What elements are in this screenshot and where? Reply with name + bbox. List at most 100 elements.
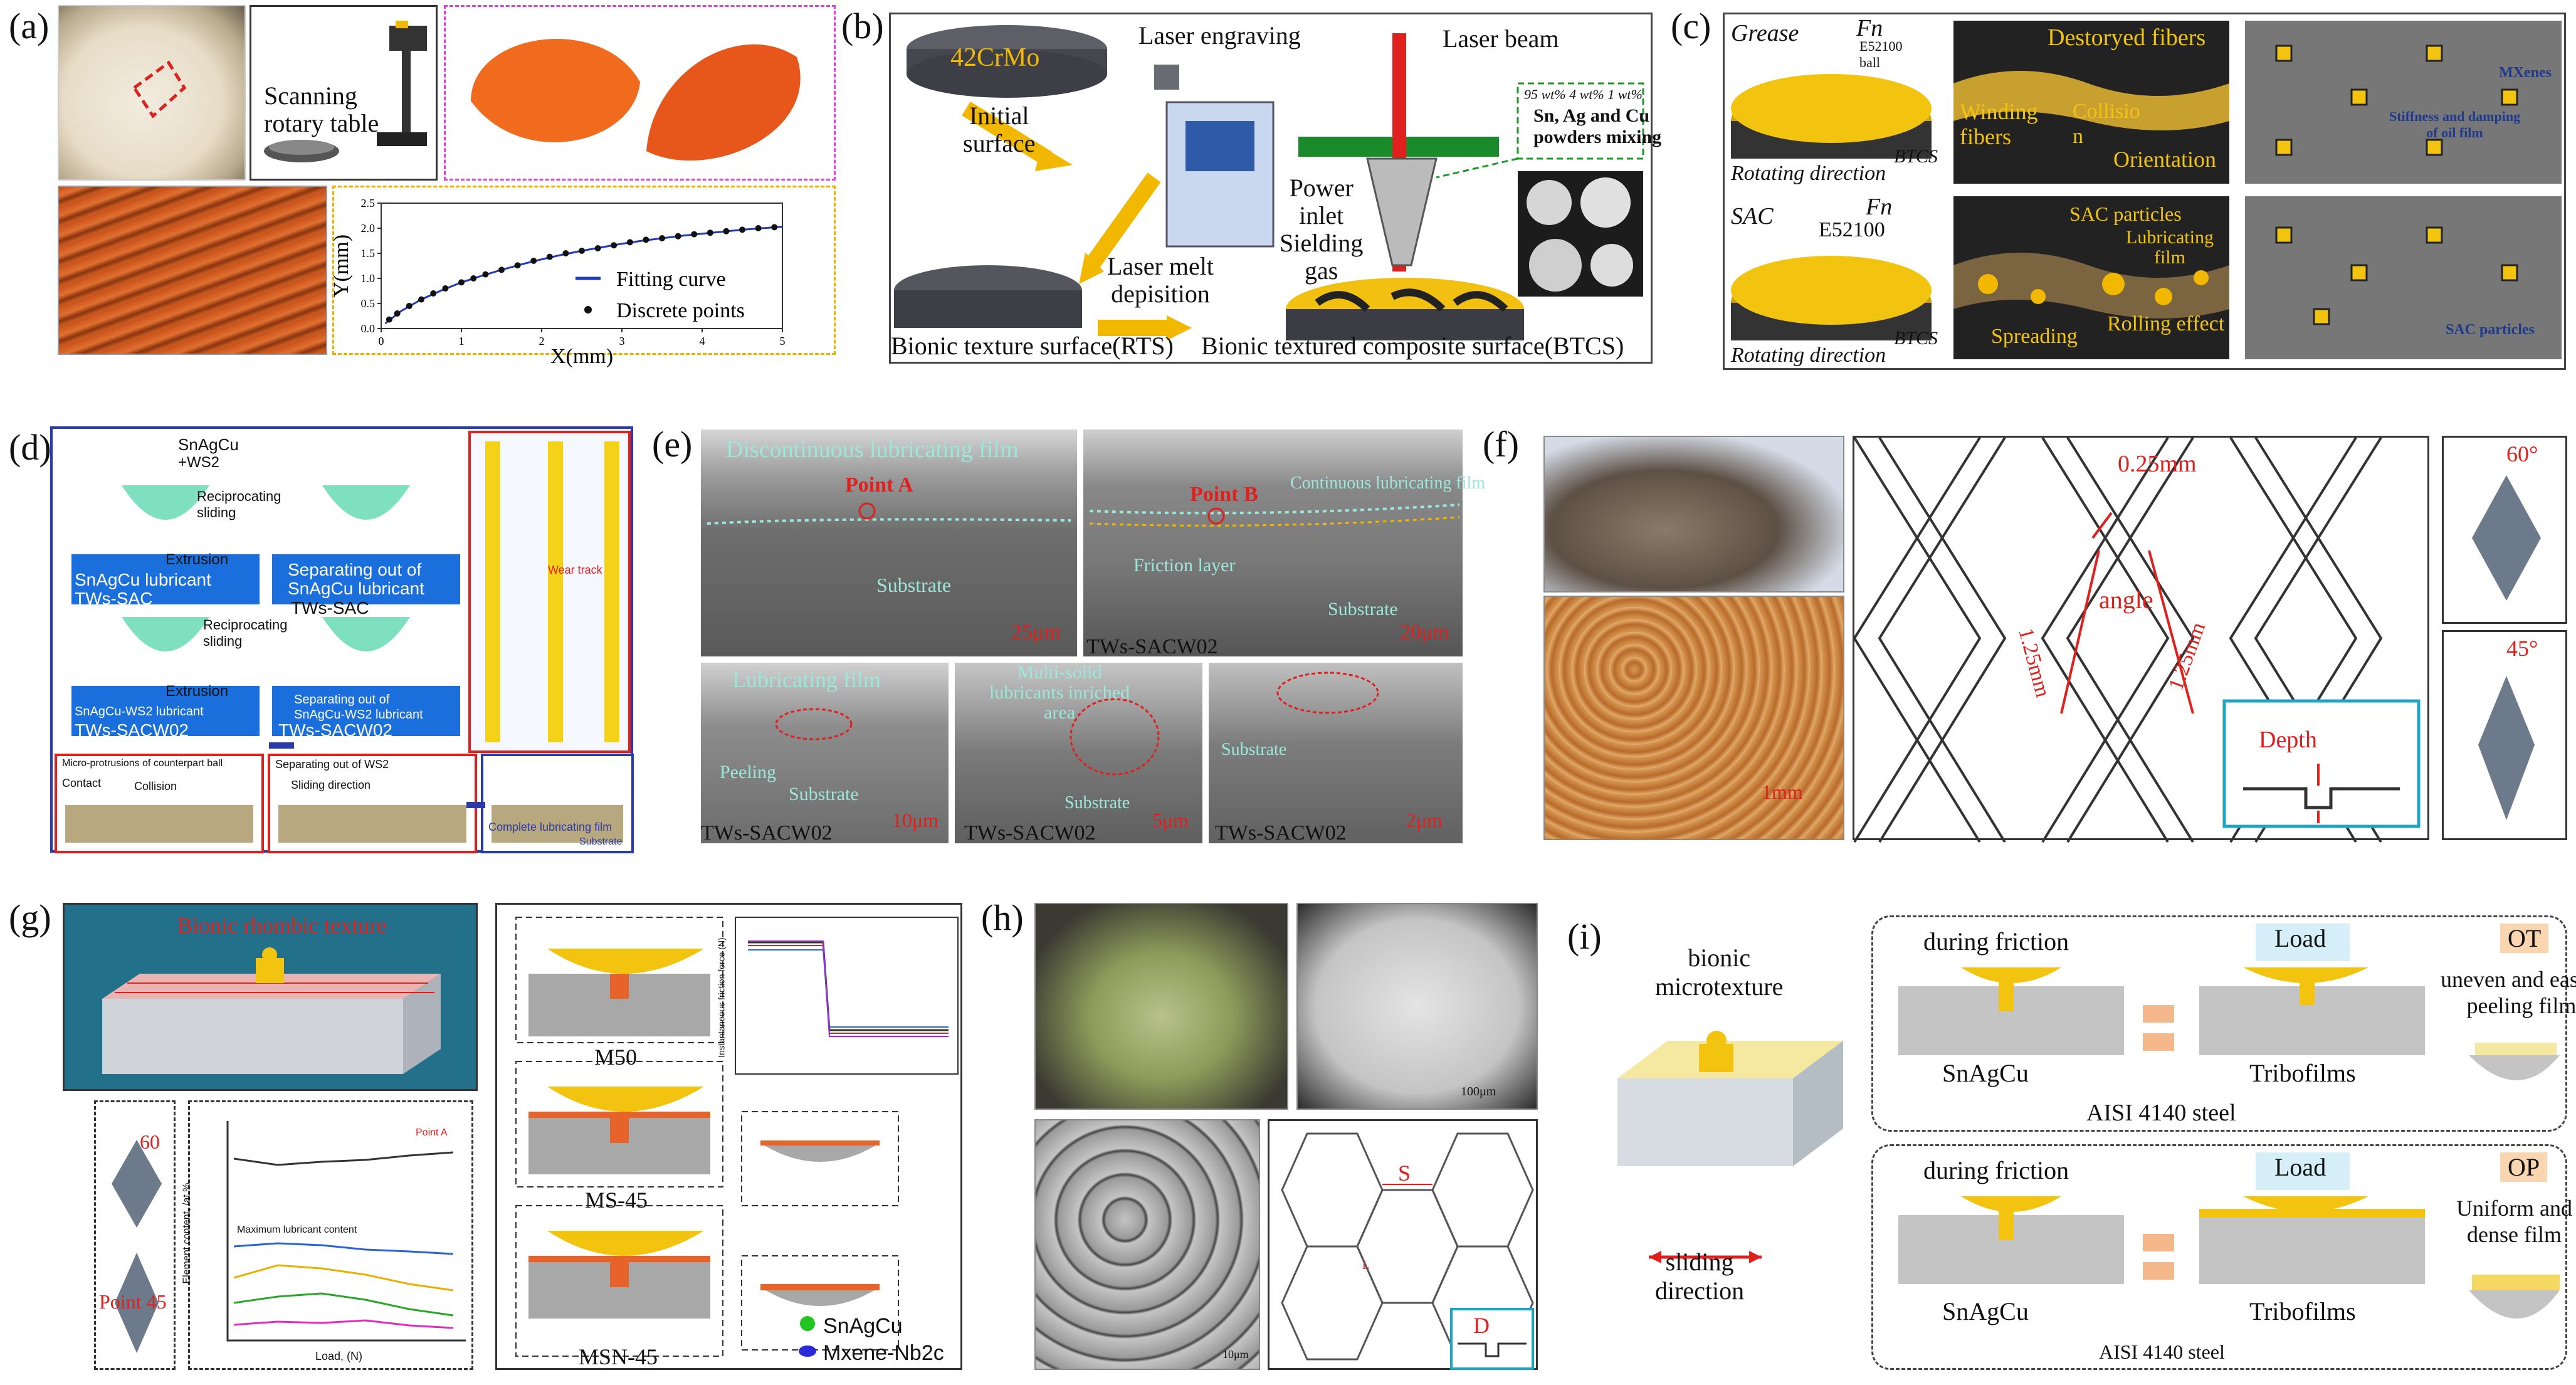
g-ms45: MS-45 (585, 1188, 648, 1213)
g-schematic (515, 917, 959, 1357)
e-disc-film: Discontinuous lubricating film (726, 436, 1019, 463)
x-tick-label: 2 (539, 335, 545, 347)
y-tick-label: 1.0 (361, 272, 376, 285)
g-element-chart-frame: Maximum lubricant content Point A Load, … (181, 1100, 473, 1370)
shell-photo (58, 5, 246, 181)
d-extrusion2: Extrusion (166, 683, 229, 700)
g-elem-xlabel: Load, (N) (315, 1350, 363, 1362)
plot-area (381, 203, 783, 329)
y-tick-label: 2.5 (361, 197, 376, 209)
e-tws-b: TWs-SACW02 (701, 821, 833, 845)
e-substrate3: Substrate (789, 784, 859, 804)
f-depth: Depth (2259, 727, 2317, 753)
d-ws2: +WS2 (178, 454, 220, 471)
panel-e-letter: (e) (652, 424, 693, 465)
panel-i-letter: (i) (1567, 916, 1602, 957)
c-spreading: Spreading (1991, 325, 2078, 348)
discrete-point (498, 266, 505, 273)
shell-selection (132, 60, 187, 118)
g-fric-ylabel: Instantaneous friction force (N) (716, 937, 727, 1058)
d-micro: Micro-protrusions of counterpart ball (62, 758, 223, 769)
g-element-chart (226, 1121, 466, 1342)
discrete-point (530, 258, 537, 264)
d-sep-ws2: Separating out of WS2 (275, 758, 389, 771)
panel-b-graphics (894, 25, 1644, 340)
e-scale3: 10μm (892, 809, 939, 831)
panel-e-frame: Discontinuous lubricating film Point A S… (701, 429, 1485, 845)
g-rhombi (112, 1140, 162, 1353)
panel-c-letter: (c) (1671, 6, 1711, 46)
g-p60: 60 (140, 1130, 160, 1153)
c-rotating2: Rotating direction (1731, 344, 1886, 367)
powder-label: Sn, Ag and Cu powders mixing (1533, 105, 1662, 147)
sem-a (701, 429, 1077, 656)
g-legend-mxene: Mxene-Nb2c (823, 1341, 944, 1365)
y-axis-label: Y(mm) (330, 234, 353, 297)
c-rotating1: Rotating direction (1731, 162, 1886, 185)
i-during2: during friction (1923, 1156, 2069, 1184)
panel-a-letter: (a) (9, 6, 50, 46)
panel-b-frame: 42CrMo Initial surface Laser engraving L… (889, 13, 1661, 364)
legend-point-swatch (584, 306, 592, 313)
discrete-point (626, 239, 633, 246)
h-s: S (1398, 1161, 1411, 1186)
g-schematic-frame: M50 MS-45 MSN-45 SnAgCu Mxene-Nb2c Insta… (495, 903, 962, 1370)
panel-e-overlays (707, 502, 1460, 776)
c-btcs2: BTCS (1894, 328, 1938, 349)
i-op-frame: during friction Load OP Uniform and dens… (1871, 1144, 2572, 1370)
c-rolling: Rolling effect (2107, 312, 2225, 335)
powder-pcts: 95 wt% 4 wt% 1 wt% (1524, 87, 1643, 102)
toe-pad-sem (1296, 903, 1538, 1110)
f-width: 0.25mm (2118, 451, 2197, 477)
discrete-point (406, 303, 413, 309)
i-sliding: sliding direction (1655, 1248, 1745, 1305)
d-snagcu-lub: SnAgCu lubricant (75, 570, 211, 589)
panel-f-letter: (f) (1483, 424, 1519, 465)
h-scale2: 10μm (1222, 1348, 1249, 1361)
y-tick-label: 2.0 (361, 222, 376, 234)
g-elem-ylabel: Element content, /at.% (181, 1182, 192, 1284)
e-lub-film: Lubricating film (732, 667, 881, 692)
d-collision: Collision (134, 780, 177, 793)
y-tick-label: 1.5 (361, 247, 376, 260)
g-p45: Point 45 (99, 1290, 167, 1313)
c-mxenes: MXenes (2499, 65, 2552, 81)
discrete-point (514, 262, 521, 269)
hex-pattern (1281, 1132, 1534, 1370)
d-complete: Complete lubricating film (488, 821, 612, 833)
i-tribofilms2: Tribofilms (2249, 1297, 2356, 1325)
f-a45: 45° (2506, 636, 2538, 661)
shell-3d-render (471, 38, 801, 161)
rts-label: Bionic texture surface(RTS) (891, 332, 1174, 360)
i-block-render (1617, 1031, 1843, 1263)
d-reciprocating1: Reciprocating sliding (197, 488, 281, 520)
c-lub-film: Lubricating film (2126, 227, 2214, 268)
material-label: 42CrMo (950, 43, 1040, 72)
discrete-point (611, 242, 618, 249)
i-uneven: uneven and easily peeling film (2441, 967, 2576, 1018)
i-during1: during friction (1923, 927, 2069, 956)
c-grease: Grease (1731, 20, 1799, 46)
power-inlet-label: Power inlet Sielding gas (1280, 174, 1364, 285)
i-load2: Load (2274, 1153, 2326, 1181)
g-max-lub: Maximum lubricant content (237, 1224, 357, 1235)
shell-texture-closeup (58, 186, 327, 355)
e-peeling: Peeling (720, 762, 776, 782)
d-substrate: Substrate (579, 836, 623, 847)
x-tick-label: 3 (619, 335, 625, 347)
c-sac-particles: SAC particles (2069, 203, 2182, 225)
discrete-point (594, 245, 601, 251)
initial-surface-label: Initial surface (963, 102, 1036, 157)
d-wear-track: Wear track (548, 564, 602, 576)
panel-c-frame: Grease Fn E52100 ball Rotating direction… (1723, 13, 2566, 370)
discrete-point (394, 310, 401, 317)
h-l: L (1362, 1259, 1369, 1272)
panel-g-letter: (g) (9, 897, 51, 938)
discrete-point (458, 279, 465, 286)
d-sep2: Separating out of SnAgCu-WS2 lubricant (294, 693, 423, 722)
g-msn45: MSN-45 (579, 1344, 658, 1369)
e-tws-c: TWs-SACW02 (964, 821, 1096, 845)
d-snagcu: SnAgCu (178, 435, 239, 454)
c-destroyed: Destoryed fibers (2048, 24, 2206, 51)
